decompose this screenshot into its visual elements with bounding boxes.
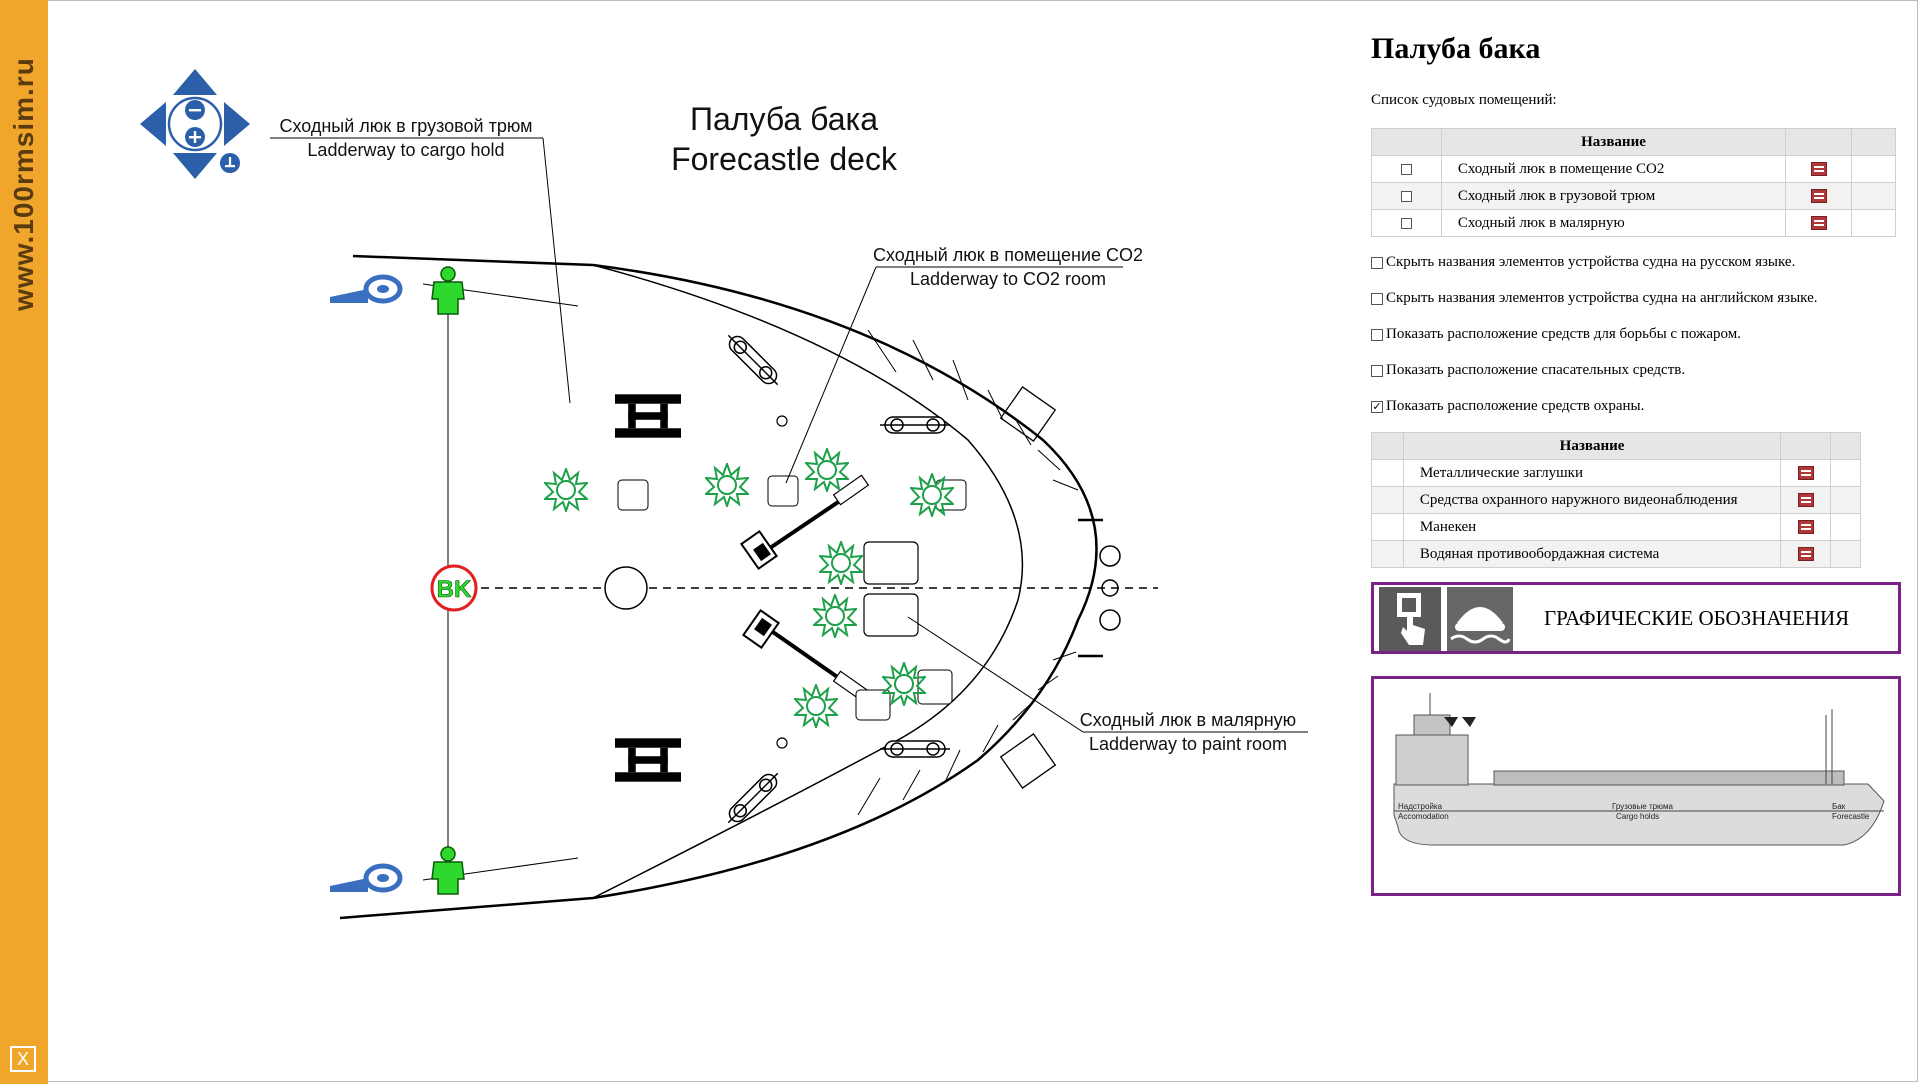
mooring-winch-icon <box>330 277 400 303</box>
callout-paint-room-ru: Сходный люк в малярную <box>1080 710 1296 730</box>
document-icon[interactable] <box>1797 547 1814 562</box>
option-label: Показать расположение средств для борьбы… <box>1386 326 1741 342</box>
mooring-bitt-icon <box>615 738 681 782</box>
fairlead-icon <box>880 416 950 434</box>
ship-overview[interactable]: Надстройка Accomodation Грузовые трюма C… <box>1371 676 1901 896</box>
cctv-camera-icon[interactable] <box>813 594 857 638</box>
security-item-name: Металлические заглушки <box>1402 459 1782 487</box>
document-icon[interactable] <box>1797 520 1814 535</box>
callout-cargo-hold-ru: Сходный люк в грузовой трюм <box>279 116 532 136</box>
ship-label-cargo-holds-en: Cargo holds <box>1616 812 1659 821</box>
room-checkbox[interactable] <box>1400 217 1412 229</box>
graphic-symbols-button[interactable]: ГРАФИЧЕСКИЕ ОБОЗНАЧЕНИЯ <box>1371 582 1901 654</box>
navigation-control[interactable] <box>140 69 250 179</box>
ship-label-accommodation-ru: Надстройка <box>1398 802 1443 811</box>
ladderway-paint-room[interactable] <box>855 689 891 721</box>
option-show-security[interactable]: ✓ Показать расположение средств охраны. <box>1371 398 1644 415</box>
graphic-symbols-label: ГРАФИЧЕСКИЕ ОБОЗНАЧЕНИЯ <box>1544 606 1850 630</box>
pan-left-icon[interactable] <box>140 102 166 146</box>
option-label: Показать расположение средств охраны. <box>1386 398 1645 414</box>
option-label: Показать расположение спасательных средс… <box>1386 362 1686 378</box>
pan-right-icon[interactable] <box>224 102 250 146</box>
hatch-icon <box>917 669 953 705</box>
cctv-camera-icon[interactable] <box>805 448 849 492</box>
document-icon[interactable] <box>1810 162 1827 177</box>
security-item-name: Манекен <box>1402 513 1782 541</box>
bk-marker[interactable]: BK <box>430 564 478 612</box>
fire-alarm-icon <box>1379 587 1441 651</box>
option-checkbox[interactable] <box>1371 364 1383 377</box>
close-button[interactable]: X <box>10 1046 36 1072</box>
callout-co2-room-ru: Сходный люк в помещение CO2 <box>873 245 1143 265</box>
anchor-chain <box>739 474 870 702</box>
callout-leaders <box>270 137 1308 733</box>
callout-cargo-hold-en: Ladderway to cargo hold <box>307 140 504 160</box>
hatch-icon <box>863 541 919 585</box>
ship-label-forecastle-ru: Бак <box>1832 802 1846 811</box>
option-show-lifesaving[interactable]: Показать расположение спасательных средс… <box>1371 362 1685 379</box>
ship-label-cargo-holds-ru: Грузовые трюма <box>1612 802 1673 811</box>
deck-title-en: Forecastle deck <box>671 141 898 177</box>
document-icon[interactable] <box>1810 216 1827 231</box>
security-item-name: Средства охранного наружного видеонаблюд… <box>1402 486 1782 514</box>
fairlead-icon <box>721 766 785 830</box>
ship-label-forecastle-en: Forecastle <box>1832 812 1870 821</box>
room-name: Сходный люк в грузовой трюм <box>1440 182 1787 210</box>
ladderway-co2-room[interactable] <box>767 475 799 507</box>
room-checkbox[interactable] <box>1400 190 1412 202</box>
guard-mannequin-icon[interactable] <box>431 846 465 895</box>
fairlead-icon <box>880 740 950 758</box>
ship-profile: Надстройка Accomodation Грузовые трюма C… <box>1393 693 1885 846</box>
option-show-firefighting[interactable]: Показать расположение средств для борьбы… <box>1371 326 1741 343</box>
security-table: Название Металлические заглушки Средства… <box>1371 432 1861 568</box>
sidebar: www.100rmsim.ru X <box>0 0 48 1084</box>
rooms-table-header: Название <box>1440 128 1787 156</box>
option-checkbox[interactable] <box>1371 328 1383 341</box>
ladderway-cargo-hold[interactable] <box>617 479 649 511</box>
mooring-winch-icon <box>330 866 400 892</box>
panel-title: Палуба бака <box>1371 32 1541 65</box>
ship-label-accommodation-en: Accomodation <box>1398 812 1449 821</box>
document-icon[interactable] <box>1797 466 1814 481</box>
option-checkbox-checked[interactable]: ✓ <box>1371 400 1383 413</box>
hatch-icon <box>863 593 919 637</box>
security-item-name: Водяная противообордажная система <box>1402 540 1782 568</box>
site-url: www.100rmsim.ru <box>8 57 39 311</box>
callout-paint-room-en: Ladderway to paint room <box>1089 734 1287 754</box>
cctv-camera-icon[interactable] <box>544 468 588 512</box>
cctv-camera-icon[interactable] <box>705 463 749 507</box>
room-name: Сходный люк в малярную <box>1440 209 1787 237</box>
fairlead-icon <box>721 328 785 392</box>
bk-marker-label: BK <box>437 576 472 603</box>
option-hide-russian-names[interactable]: Скрыть названия элементов устройства суд… <box>1371 254 1795 271</box>
deck-fitting-icon <box>776 737 788 749</box>
option-label: Скрыть названия элементов устройства суд… <box>1386 290 1818 306</box>
mooring-bitt-icon <box>615 394 681 438</box>
option-label: Скрыть названия элементов устройства суд… <box>1386 254 1796 270</box>
document-icon[interactable] <box>1810 189 1827 204</box>
capstan-icon <box>604 566 648 610</box>
cctv-camera-icon[interactable] <box>794 684 838 728</box>
room-checkbox[interactable] <box>1400 163 1412 175</box>
panel-subtitle: Список судовых помещений: <box>1371 92 1557 108</box>
option-hide-english-names[interactable]: Скрыть названия элементов устройства суд… <box>1371 290 1817 307</box>
callout-co2-room-en: Ladderway to CO2 room <box>910 269 1106 289</box>
deck-title-ru: Палуба бака <box>690 101 878 137</box>
deck-fitting-icon <box>776 415 788 427</box>
document-icon[interactable] <box>1797 493 1814 508</box>
option-checkbox[interactable] <box>1371 292 1383 305</box>
forecastle-deck-plan: BK Палуба бака Forecastle deck Сходный л… <box>140 69 1308 920</box>
option-checkbox[interactable] <box>1371 256 1383 269</box>
hull-outline <box>339 254 1158 920</box>
security-table-header: Название <box>1402 432 1782 460</box>
pan-up-icon[interactable] <box>173 69 217 95</box>
rooms-table: Название Сходный люк в помещение CO2 Схо… <box>1371 128 1896 237</box>
legend-thumbnails <box>1379 587 1513 651</box>
liferaft-icon <box>1447 587 1513 651</box>
cctv-camera-icon[interactable] <box>819 541 863 585</box>
room-name: Сходный люк в помещение CO2 <box>1440 155 1787 183</box>
pan-down-icon[interactable] <box>173 153 217 179</box>
guard-mannequin-icon[interactable] <box>431 266 465 315</box>
